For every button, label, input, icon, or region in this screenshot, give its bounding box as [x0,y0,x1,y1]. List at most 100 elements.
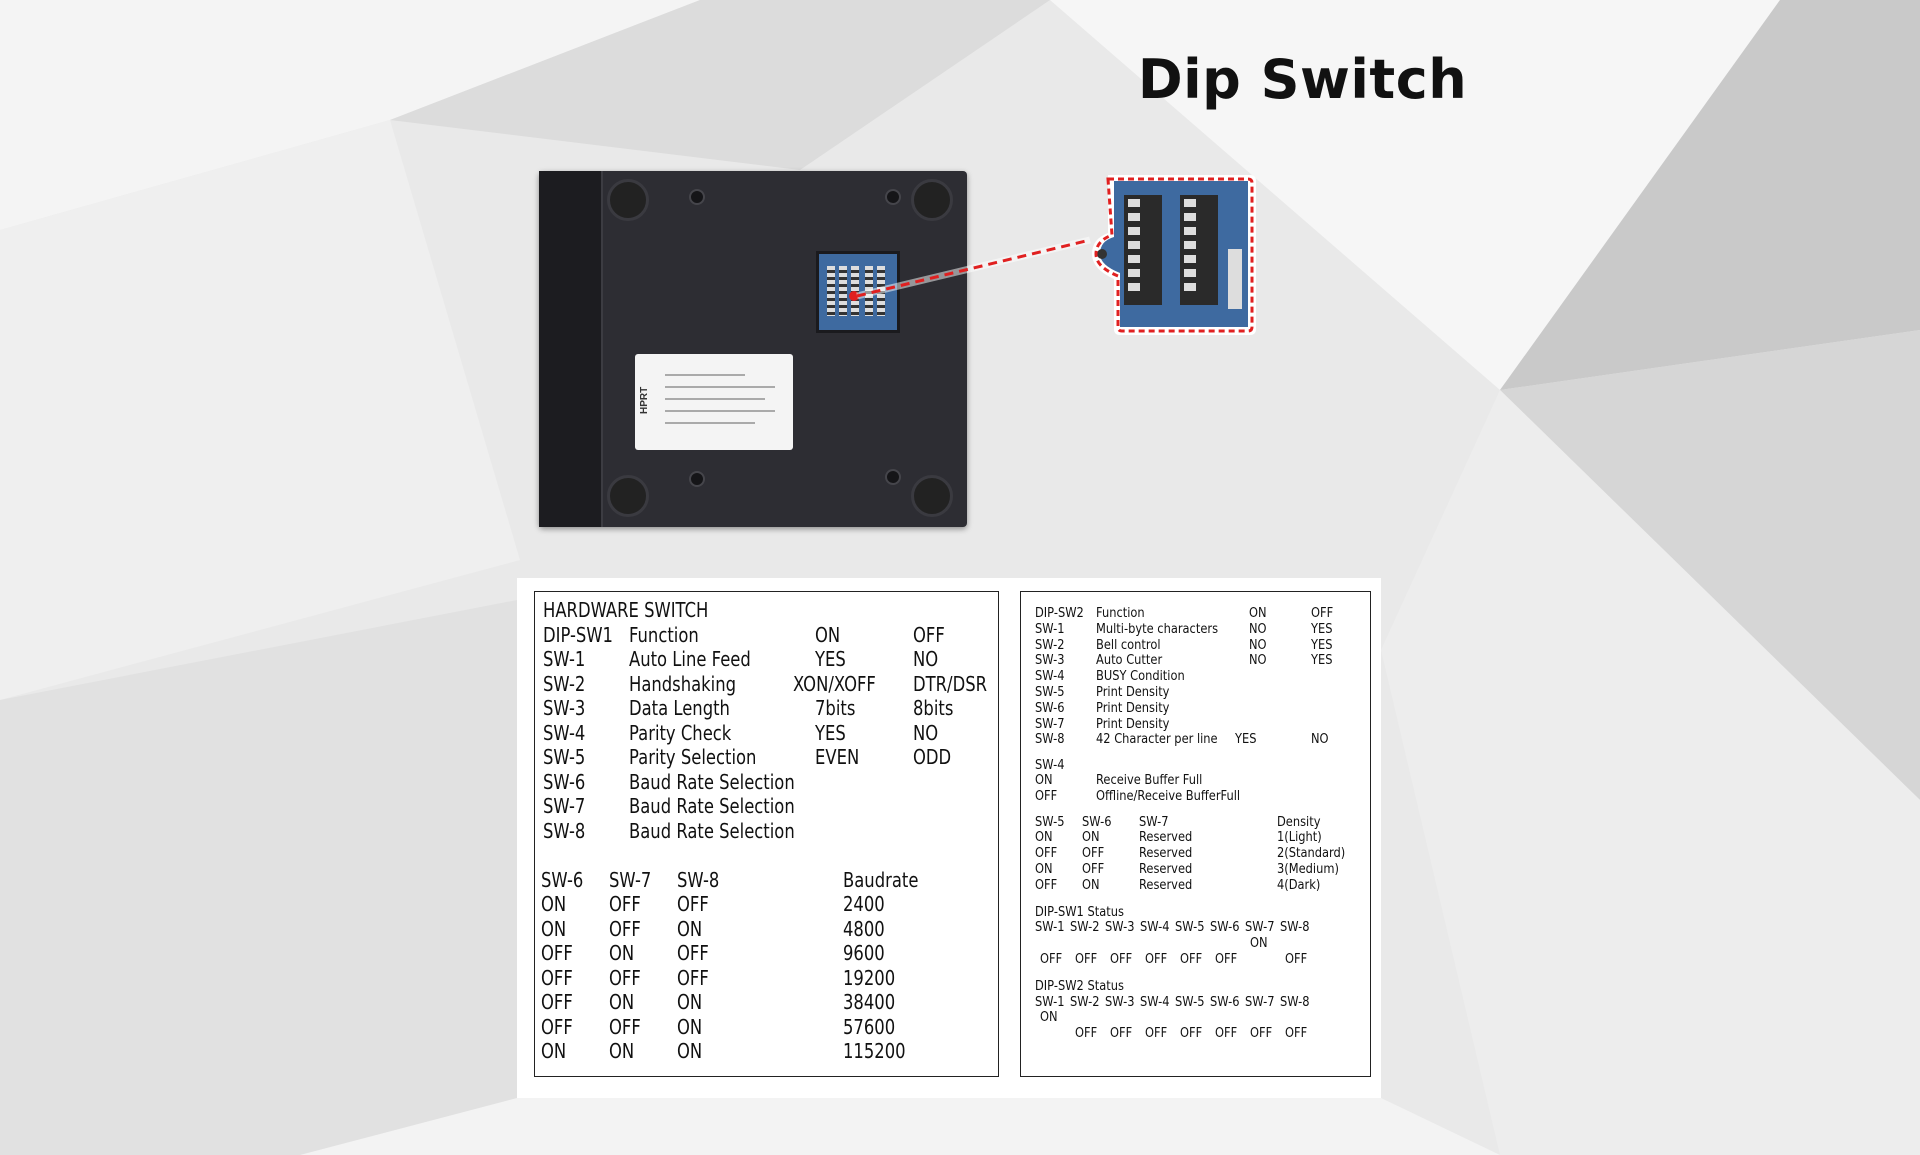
table-cell: SW-3 [1035,653,1065,669]
table-cell: OFF [609,916,641,941]
table-cell: SW-6 [543,769,586,794]
table-header-cell: OFF [913,622,945,647]
status-value: OFF [1180,952,1203,968]
table-cell: BUSY Condition [1096,669,1185,685]
table-cell: OFF [541,1014,573,1039]
table-cell: YES [1311,637,1333,653]
status-value: OFF [1145,1026,1168,1042]
table-cell: EVEN [815,745,860,769]
table-cell: OFF [541,990,573,1014]
status-value: ON [1250,936,1268,952]
table-header-cell: SW-6 [1082,814,1112,830]
table-cell: OFF [1035,846,1058,862]
status-value: OFF [1215,1026,1238,1042]
table-heading: HARDWARE SWITCH [543,598,709,622]
table-cell: 42 Character per line [1096,732,1218,748]
status-switch-label: SW-2 [1070,994,1100,1010]
table-cell: Baud Rate Selection [629,769,795,794]
table-cell: ON [1035,830,1053,846]
table-cell: Reserved [1139,830,1193,846]
table-cell: Reserved [1139,877,1193,893]
dip-switch-zoom-callout [1092,175,1256,335]
table-cell: ON [541,892,567,916]
table-cell: Auto Line Feed [629,647,751,671]
status-value: OFF [1110,952,1133,968]
status-switch-label: SW-6 [1210,920,1240,936]
table-cell: Offline/Receive BufferFull [1096,789,1241,805]
table-cell: ON [677,1014,703,1039]
status-switch-label: SW-5 [1175,994,1205,1010]
table-cell: ON [1082,830,1100,846]
table-cell: SW-2 [1035,637,1065,653]
status-value: OFF [1215,952,1238,968]
table-cell: ON [609,941,635,965]
table-cell: Handshaking [629,671,737,696]
status-value: ON [1040,1010,1058,1026]
table-header-cell: DIP-SW1 [543,622,613,647]
status-value: OFF [1075,952,1098,968]
table-cell: XON/XOFF [793,671,876,696]
table-cell: YES [815,647,846,671]
table-cell: ON [677,1039,703,1063]
table-cell: YES [1311,653,1333,669]
table-cell: YES [1235,732,1257,748]
table-cell: DTR/DSR [913,671,988,696]
table-cell: OFF [609,892,641,916]
status-value: OFF [1285,1026,1308,1042]
table-cell: NO [1249,653,1267,669]
table-cell: Parity Selection [629,745,757,769]
status-switch-label: SW-1 [1035,920,1065,936]
table-header-cell: ON [815,622,841,647]
status-switch-label: SW-8 [1280,994,1310,1010]
table-cell: SW-4 [1035,669,1065,685]
status-switch-label: SW-7 [1245,920,1275,936]
table-cell: SW-1 [543,647,586,671]
table-cell: OFF [609,965,641,990]
table-cell: 19200 [843,965,896,990]
table-header-cell: Density [1277,814,1321,830]
status-value: OFF [1110,1026,1133,1042]
table-cell: Reserved [1139,861,1193,877]
table-cell: Parity Check [629,720,732,745]
table-cell: YES [1311,621,1333,637]
table-header-cell: OFF [1311,606,1334,621]
table-cell: NO [913,647,939,671]
table-cell: OFF [677,892,709,916]
table-header-cell: SW-6 [541,867,584,892]
page-title: Dip Switch [1137,48,1468,111]
table-cell: SW-5 [543,745,586,769]
status-value: OFF [1285,952,1308,968]
table-cell: SW-2 [543,671,586,696]
table-cell: YES [815,720,846,745]
table-cell: 7bits [815,696,856,720]
table-cell: SW-7 [543,794,586,818]
table-cell: OFF [1082,861,1105,877]
table-cell: ON [677,916,703,941]
table-cell: 1(Light) [1277,830,1322,846]
product-label: HPRT [635,354,793,450]
status-switch-label: SW-6 [1210,994,1240,1010]
status-switch-label: SW-2 [1070,920,1100,936]
table-cell: ON [1082,877,1100,893]
table-cell: Bell control [1096,637,1161,653]
table-cell: 2400 [843,892,885,916]
table-subheading: SW-4 [1035,757,1065,773]
table-header-cell: Baudrate [843,867,919,892]
table-cell: SW-5 [1035,685,1065,700]
dip-switch-marker [849,291,859,301]
table-cell: OFF [1082,846,1105,862]
status-switch-label: SW-7 [1245,994,1275,1010]
table-header-cell: DIP-SW2 [1035,606,1084,621]
table-cell: Baud Rate Selection [629,818,795,843]
table-cell: ON [541,1039,567,1063]
table-header-cell: SW-5 [1035,814,1065,830]
table-cell: 4800 [843,916,885,941]
table-cell: 4(Dark) [1277,877,1321,893]
table-cell: ON [541,916,567,941]
table-cell: Multi-byte characters [1096,621,1219,637]
status-switch-label: SW-4 [1140,994,1170,1010]
status-title: DIP-SW2 Status [1035,978,1124,994]
